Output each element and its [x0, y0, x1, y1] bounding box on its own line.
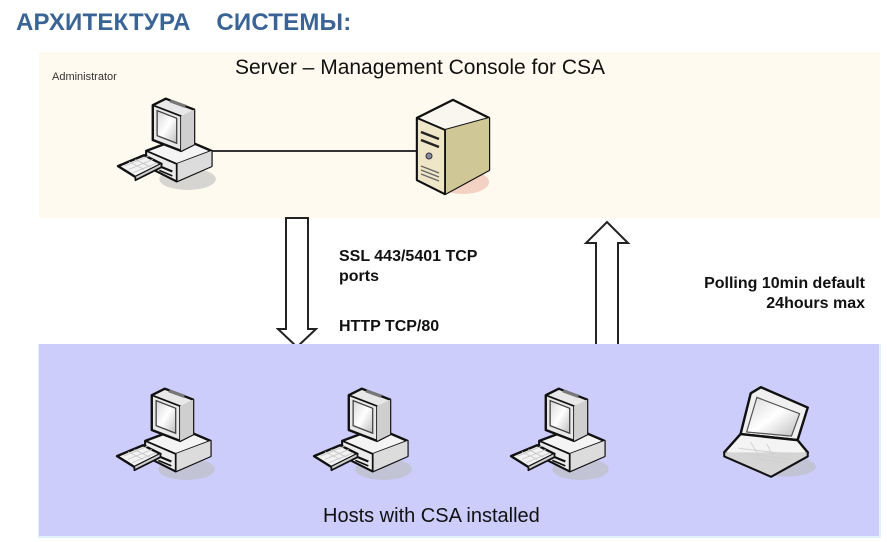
polling-label: Polling 10min default 24hours max: [704, 274, 865, 314]
ssl-ports-line-1: SSL 443/5401 TCP: [339, 248, 478, 265]
http-port-label: HTTP TCP/80: [339, 318, 440, 335]
host-laptop-icon: [723, 385, 818, 479]
host-desktop-computer-icon: [509, 387, 611, 480]
page-heading: АРХИТЕКТУРА СИСТЕМЫ:: [16, 9, 352, 36]
host-desktop-computer-icon: [312, 387, 414, 480]
server-panel-title: Server – Management Console for CSA: [235, 56, 606, 79]
admin-desktop-computer-icon: [116, 97, 218, 190]
polling-line-1: Polling 10min default: [704, 275, 865, 292]
hosts-panel-label: Hosts with CSA installed: [323, 505, 540, 527]
ssl-ports-label: SSL 443/5401 TCP ports: [339, 247, 477, 287]
host-desktop-computer-icon: [115, 387, 217, 480]
administrator-label: Administrator: [52, 71, 117, 83]
down-arrow-icon: [276, 217, 318, 349]
connection-line: [210, 150, 425, 152]
ssl-ports-line-2: ports: [339, 268, 379, 285]
up-arrow-icon: [583, 220, 631, 347]
polling-line-2: 24hours max: [766, 295, 865, 312]
server-tower-icon: [415, 98, 491, 196]
